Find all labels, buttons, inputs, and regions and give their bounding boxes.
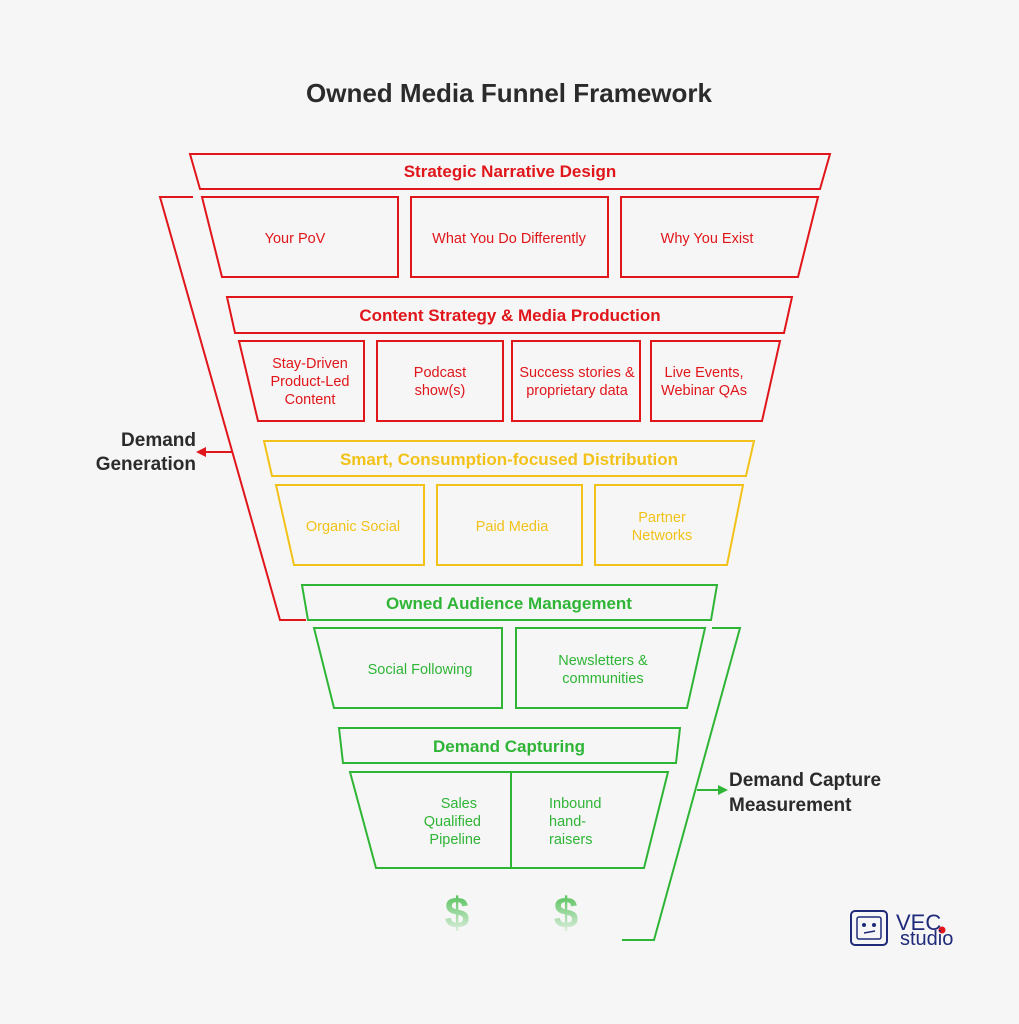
item-label: Your PoV (265, 231, 326, 247)
dollar-icon: $ (554, 889, 578, 938)
item-label: Success stories & (519, 365, 635, 381)
bracket-line (158, 196, 306, 621)
item-label: Partner (638, 510, 686, 526)
item-box (620, 196, 820, 278)
stage-content-strategy: Content Strategy & Media Production Stay… (225, 296, 794, 422)
stage-demand-capturing: Demand Capturing Sales Qualified Pipelin… (337, 727, 682, 869)
item-label: Stay-Driven (272, 356, 348, 372)
dollar-icon: $ (445, 889, 469, 938)
stage-header: Smart, Consumption-focused Distribution (340, 450, 678, 469)
logo-dot (938, 926, 946, 934)
item-label: Webinar QAs (661, 383, 747, 399)
item-box (348, 771, 670, 869)
item-label: Qualified (424, 814, 481, 830)
item-label: show(s) (415, 383, 466, 399)
stage-header: Content Strategy & Media Production (359, 306, 660, 325)
stage-distribution: Smart, Consumption-focused Distribution … (262, 440, 756, 566)
item-label: communities (562, 671, 643, 687)
arrow-left-icon (196, 447, 206, 457)
item-label: Inbound (549, 796, 601, 812)
item-label: proprietary data (526, 383, 628, 399)
item-label: hand- (549, 814, 586, 830)
item-box (650, 340, 782, 422)
stage-header: Strategic Narrative Design (404, 162, 617, 181)
item-label: Newsletters & (558, 653, 648, 669)
robot-face-icon (850, 910, 888, 946)
stage-header: Demand Capturing (433, 737, 585, 756)
diagram-title: Owned Media Funnel Framework (306, 78, 712, 108)
item-box (200, 196, 399, 278)
stage-header-box (337, 727, 682, 764)
side-label-demand-capture: Demand Capture (729, 770, 881, 791)
item-label: raisers (549, 832, 593, 848)
item-box (515, 627, 707, 709)
item-label: Pipeline (429, 832, 481, 848)
item-label: Social Following (368, 662, 473, 678)
demand-capture-bracket: Demand Capture Measurement (622, 627, 881, 941)
bracket-line (622, 627, 742, 941)
item-label: Networks (632, 528, 692, 544)
item-box (237, 340, 365, 422)
item-label: Product-Led (271, 374, 350, 390)
item-box (594, 484, 745, 566)
logo-name: VEC (896, 910, 941, 935)
item-box (274, 484, 425, 566)
side-label-demand-generation: Demand (121, 430, 196, 451)
item-label: Live Events, (665, 365, 744, 381)
logo-sub: studio (900, 928, 953, 950)
item-label: Sales (441, 796, 477, 812)
stage-header-box (262, 440, 756, 477)
item-label: Paid Media (476, 519, 549, 535)
item-label: Organic Social (306, 519, 400, 535)
demand-generation-bracket: Demand Generation (96, 196, 306, 621)
revenue-symbols: $ $ (445, 889, 578, 938)
side-label-demand-capture: Measurement (729, 795, 852, 816)
item-box (410, 196, 609, 278)
arrow-right-icon (718, 785, 728, 795)
item-box (436, 484, 583, 566)
stage-header-box (188, 153, 832, 190)
side-label-demand-generation: Generation (96, 454, 196, 475)
item-box (376, 340, 504, 422)
item-label: Content (285, 392, 336, 408)
stage-owned-audience: Owned Audience Management Social Followi… (300, 584, 719, 709)
stage-strategic-narrative: Strategic Narrative Design Your PoV What… (188, 153, 832, 278)
item-label: Podcast (414, 365, 466, 381)
stage-header: Owned Audience Management (386, 594, 632, 613)
item-box (312, 627, 503, 709)
vec-studio-logo: VEC studio (850, 910, 953, 950)
item-label: Why You Exist (661, 231, 754, 247)
item-label: What You Do Differently (432, 231, 586, 247)
item-box (511, 340, 641, 422)
stage-header-box (300, 584, 719, 621)
stage-header-box (225, 296, 794, 334)
